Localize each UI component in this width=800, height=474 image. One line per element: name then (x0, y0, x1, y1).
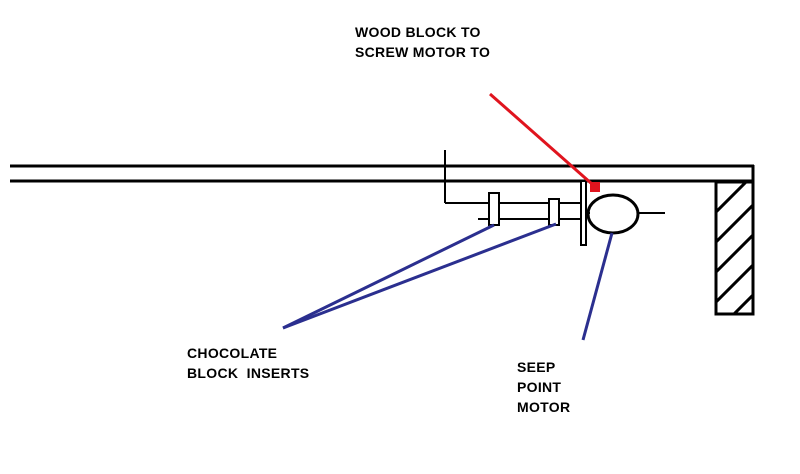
chocolate-block-pointer-lines (282, 222, 557, 330)
wood-block (590, 182, 600, 192)
seep-point-motor-label: SEEP POINT MOTOR (517, 357, 570, 417)
chocolate-block-insert-2 (548, 198, 560, 226)
seep-point-motor (586, 193, 640, 235)
wood-block-pointer-line (489, 92, 593, 186)
seep-label-line-1: SEEP (517, 359, 556, 375)
seep-label-line-2: POINT (517, 379, 562, 395)
chocolate-block-insert-1 (488, 192, 500, 226)
chocolate-block-label-line-2: BLOCK INSERTS (187, 365, 310, 381)
seep-label-line-3: MOTOR (517, 399, 571, 415)
motor-pointer-line (581, 232, 614, 341)
wood-block-label-line-2: SCREW MOTOR TO (355, 44, 491, 60)
chocolate-block-label: CHOCOLATE BLOCK INSERTS (187, 343, 309, 383)
wood-block-label: WOOD BLOCK TO SCREW MOTOR TO (355, 22, 490, 62)
support-leg (714, 180, 755, 316)
chocolate-block-label-line-1: CHOCOLATE (187, 345, 278, 361)
wood-block-label-line-1: WOOD BLOCK TO (355, 24, 481, 40)
motor-mounting-plate (580, 180, 587, 246)
